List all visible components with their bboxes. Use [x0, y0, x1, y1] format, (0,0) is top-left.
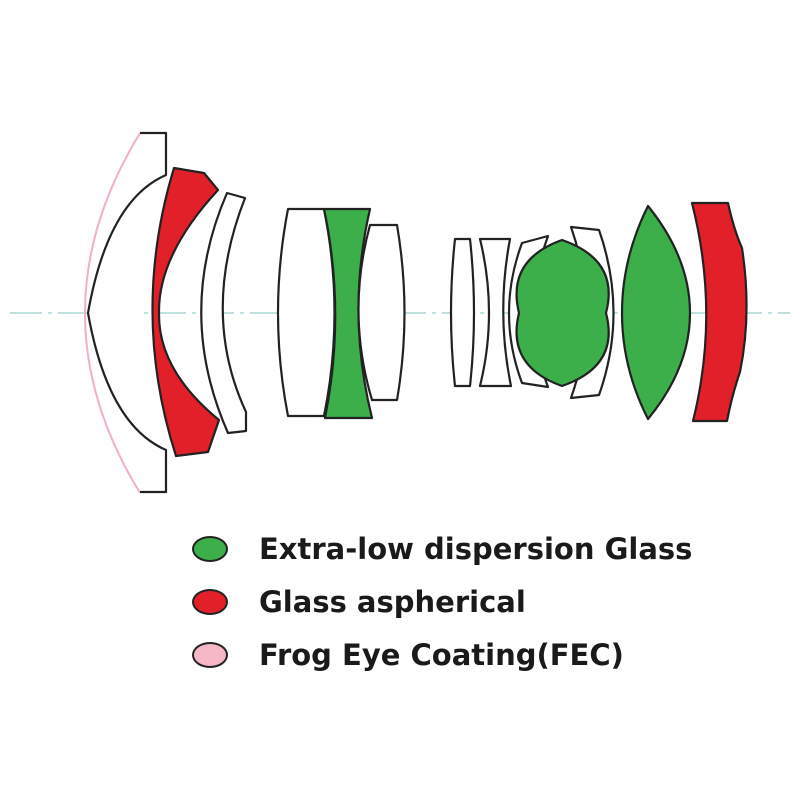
lens-element-7 [449, 237, 476, 388]
legend-item-aspherical: Glass aspherical [192, 579, 752, 632]
lens-element-8 [478, 237, 513, 388]
legend-label: Frog Eye Coating(FEC) [259, 638, 624, 672]
lens-element-4 [276, 207, 336, 418]
legend-label: Glass aspherical [259, 585, 526, 619]
legend-label: Extra-low dispersion Glass [259, 532, 693, 566]
lens-element-12 [620, 204, 692, 421]
lens-element-2 [151, 166, 221, 458]
lens-element-10 [515, 238, 610, 388]
green-circle-icon [192, 536, 228, 562]
fec-coating-arc [84, 132, 141, 494]
lens-element-1 [86, 131, 168, 494]
red-circle-icon [192, 589, 228, 615]
legend: Extra-low dispersion Glass Glass aspheri… [192, 526, 752, 685]
lens-element-13 [690, 201, 748, 423]
legend-item-ed-glass: Extra-low dispersion Glass [192, 526, 752, 579]
lens-element-6 [357, 223, 406, 402]
legend-item-fec: Frog Eye Coating(FEC) [192, 632, 752, 685]
pink-circle-icon [192, 642, 228, 668]
lens-element-3 [200, 191, 248, 435]
